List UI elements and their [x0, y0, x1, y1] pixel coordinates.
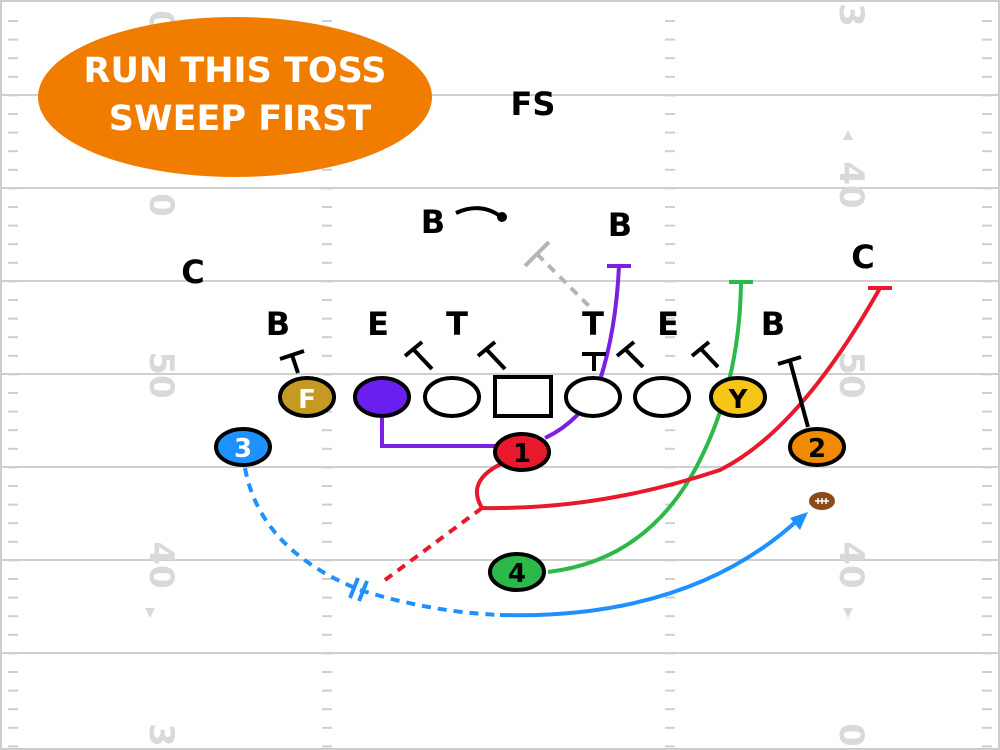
- player-right-tackle: [633, 376, 691, 418]
- player-3-label: 3: [234, 434, 252, 464]
- purple-route-left: [380, 418, 496, 448]
- player-1-label: 1: [513, 439, 531, 469]
- defender-t-right: T: [582, 305, 604, 343]
- defender-c-right: C: [851, 238, 874, 276]
- yard-direction-arrows: [145, 130, 853, 618]
- yard-number: 3: [831, 3, 871, 27]
- player-left-guard: [423, 376, 481, 418]
- defender-b-left: B: [266, 305, 290, 343]
- defender-e-left: E: [367, 305, 389, 343]
- defender-c-left: C: [181, 253, 204, 291]
- player-1: [493, 432, 551, 472]
- yard-number: 0: [831, 723, 871, 747]
- player-right-guard: [564, 376, 622, 418]
- blue-route-arrowhead: [790, 512, 808, 530]
- football-icon: [809, 492, 835, 510]
- player-4-label: 4: [508, 559, 526, 589]
- player-y: [709, 376, 767, 418]
- defender-e-right: E: [657, 305, 679, 343]
- banner: RUN THIS TOSS SWEEP FIRST: [38, 17, 432, 177]
- defender-b-deep: B: [421, 203, 445, 241]
- player-f: [278, 376, 336, 418]
- defender-b-right: B: [761, 305, 785, 343]
- gray-route-bar: [523, 240, 551, 268]
- yard-number: 50: [141, 351, 181, 398]
- gray-dashed-route: [535, 252, 592, 309]
- yard-number: 40: [831, 541, 871, 588]
- defender-fs: FS: [511, 85, 556, 123]
- blue-route-dashed-1: [243, 467, 361, 592]
- banner-line-2: SWEEP FIRST: [109, 99, 372, 139]
- yard-number: 40: [831, 161, 871, 208]
- blue-route-solid: [499, 516, 802, 618]
- green-route: [547, 281, 743, 574]
- red-route-dashed: [383, 506, 484, 582]
- player-f-label: F: [298, 385, 316, 415]
- player-3: [214, 427, 272, 467]
- hash-marks: [8, 20, 992, 748]
- player-2: [788, 427, 846, 467]
- player-4: [488, 552, 546, 592]
- yard-number: 40: [141, 541, 181, 588]
- blue-route-dashed-2: [359, 588, 501, 617]
- yard-numbers-right: 3 40 50 40 0: [831, 3, 871, 747]
- red-route-back: [475, 460, 506, 510]
- player-2-label: 2: [808, 434, 826, 464]
- b-deep-motion: [455, 206, 502, 218]
- player-left-tackle: [353, 376, 411, 418]
- banner-line-1: RUN THIS TOSS: [84, 51, 387, 91]
- yard-number: 0: [141, 193, 181, 217]
- defender-t-left: T: [446, 305, 468, 343]
- offense: F Y 1 2 3 4: [214, 375, 846, 592]
- yard-number: 3: [141, 723, 181, 747]
- block-lines: [279, 340, 810, 428]
- banner-ellipse: [38, 17, 432, 177]
- player-y-label: Y: [728, 385, 749, 415]
- red-route-sweep: [481, 287, 882, 511]
- defender-b-mid: B: [608, 206, 632, 244]
- blue-route-handoff-marks: [348, 577, 369, 602]
- defense: FS B B C C B E T T E B: [181, 85, 874, 343]
- b-deep-motion-end: [497, 212, 507, 222]
- player-center: [493, 375, 553, 418]
